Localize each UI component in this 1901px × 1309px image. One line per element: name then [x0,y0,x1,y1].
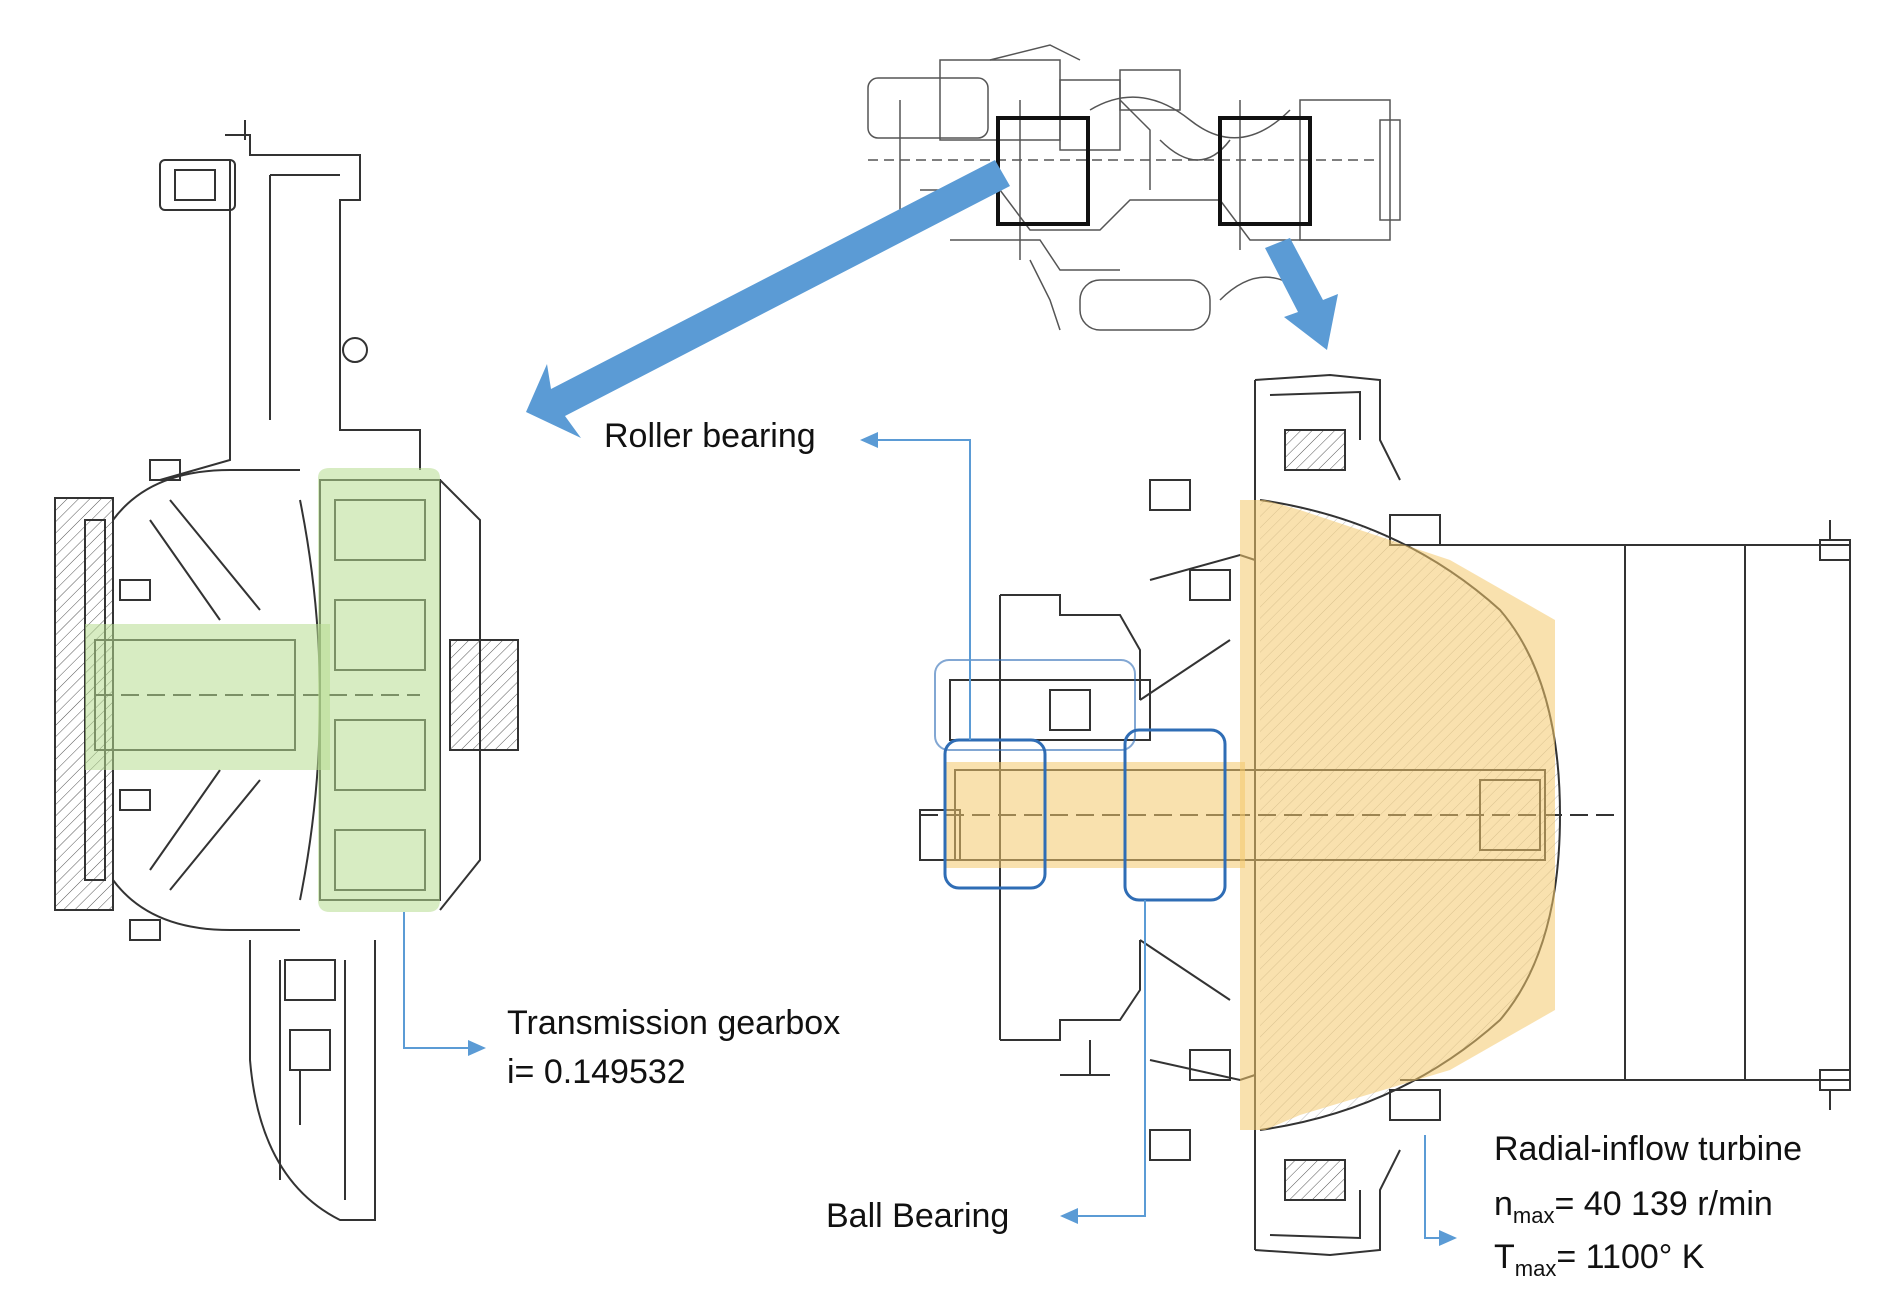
radial-turbine-label: Radial-inflow turbine [1494,1130,1802,1168]
roller-bearing-box [943,738,1047,890]
gear-ratio-label: i= 0.149532 [507,1053,686,1091]
ball-bearing-box [1123,728,1227,902]
turbine-wheel-highlight [1240,500,1555,1130]
n-max-label: nmax= 40 139 r/min [1494,1185,1773,1228]
arrow-to-turbine [1265,238,1338,350]
roller-bearing-label: Roller bearing [604,417,816,455]
gearbox-shaft-highlight [85,624,330,770]
transmission-gearbox-label: Transmission gearbox [507,1004,840,1042]
ball-bearing-leader [1060,900,1146,1224]
turbine-shaft-highlight [945,762,1245,868]
arrow-to-gearbox [526,160,1010,438]
overview-gearbox-box [996,116,1090,226]
t-max-label: Tmax= 1100° K [1494,1238,1705,1281]
ball-bearing-label: Ball Bearing [826,1197,1009,1235]
gearbox-leader [403,912,486,1056]
engine-overview-drawing [867,44,1401,331]
bearing-housing-box [934,659,1136,751]
overview-turbine-box [1218,116,1312,226]
turbine-leader [1424,1135,1457,1246]
roller-bearing-leader [860,432,971,740]
gearbox-gear-highlight [318,468,440,912]
